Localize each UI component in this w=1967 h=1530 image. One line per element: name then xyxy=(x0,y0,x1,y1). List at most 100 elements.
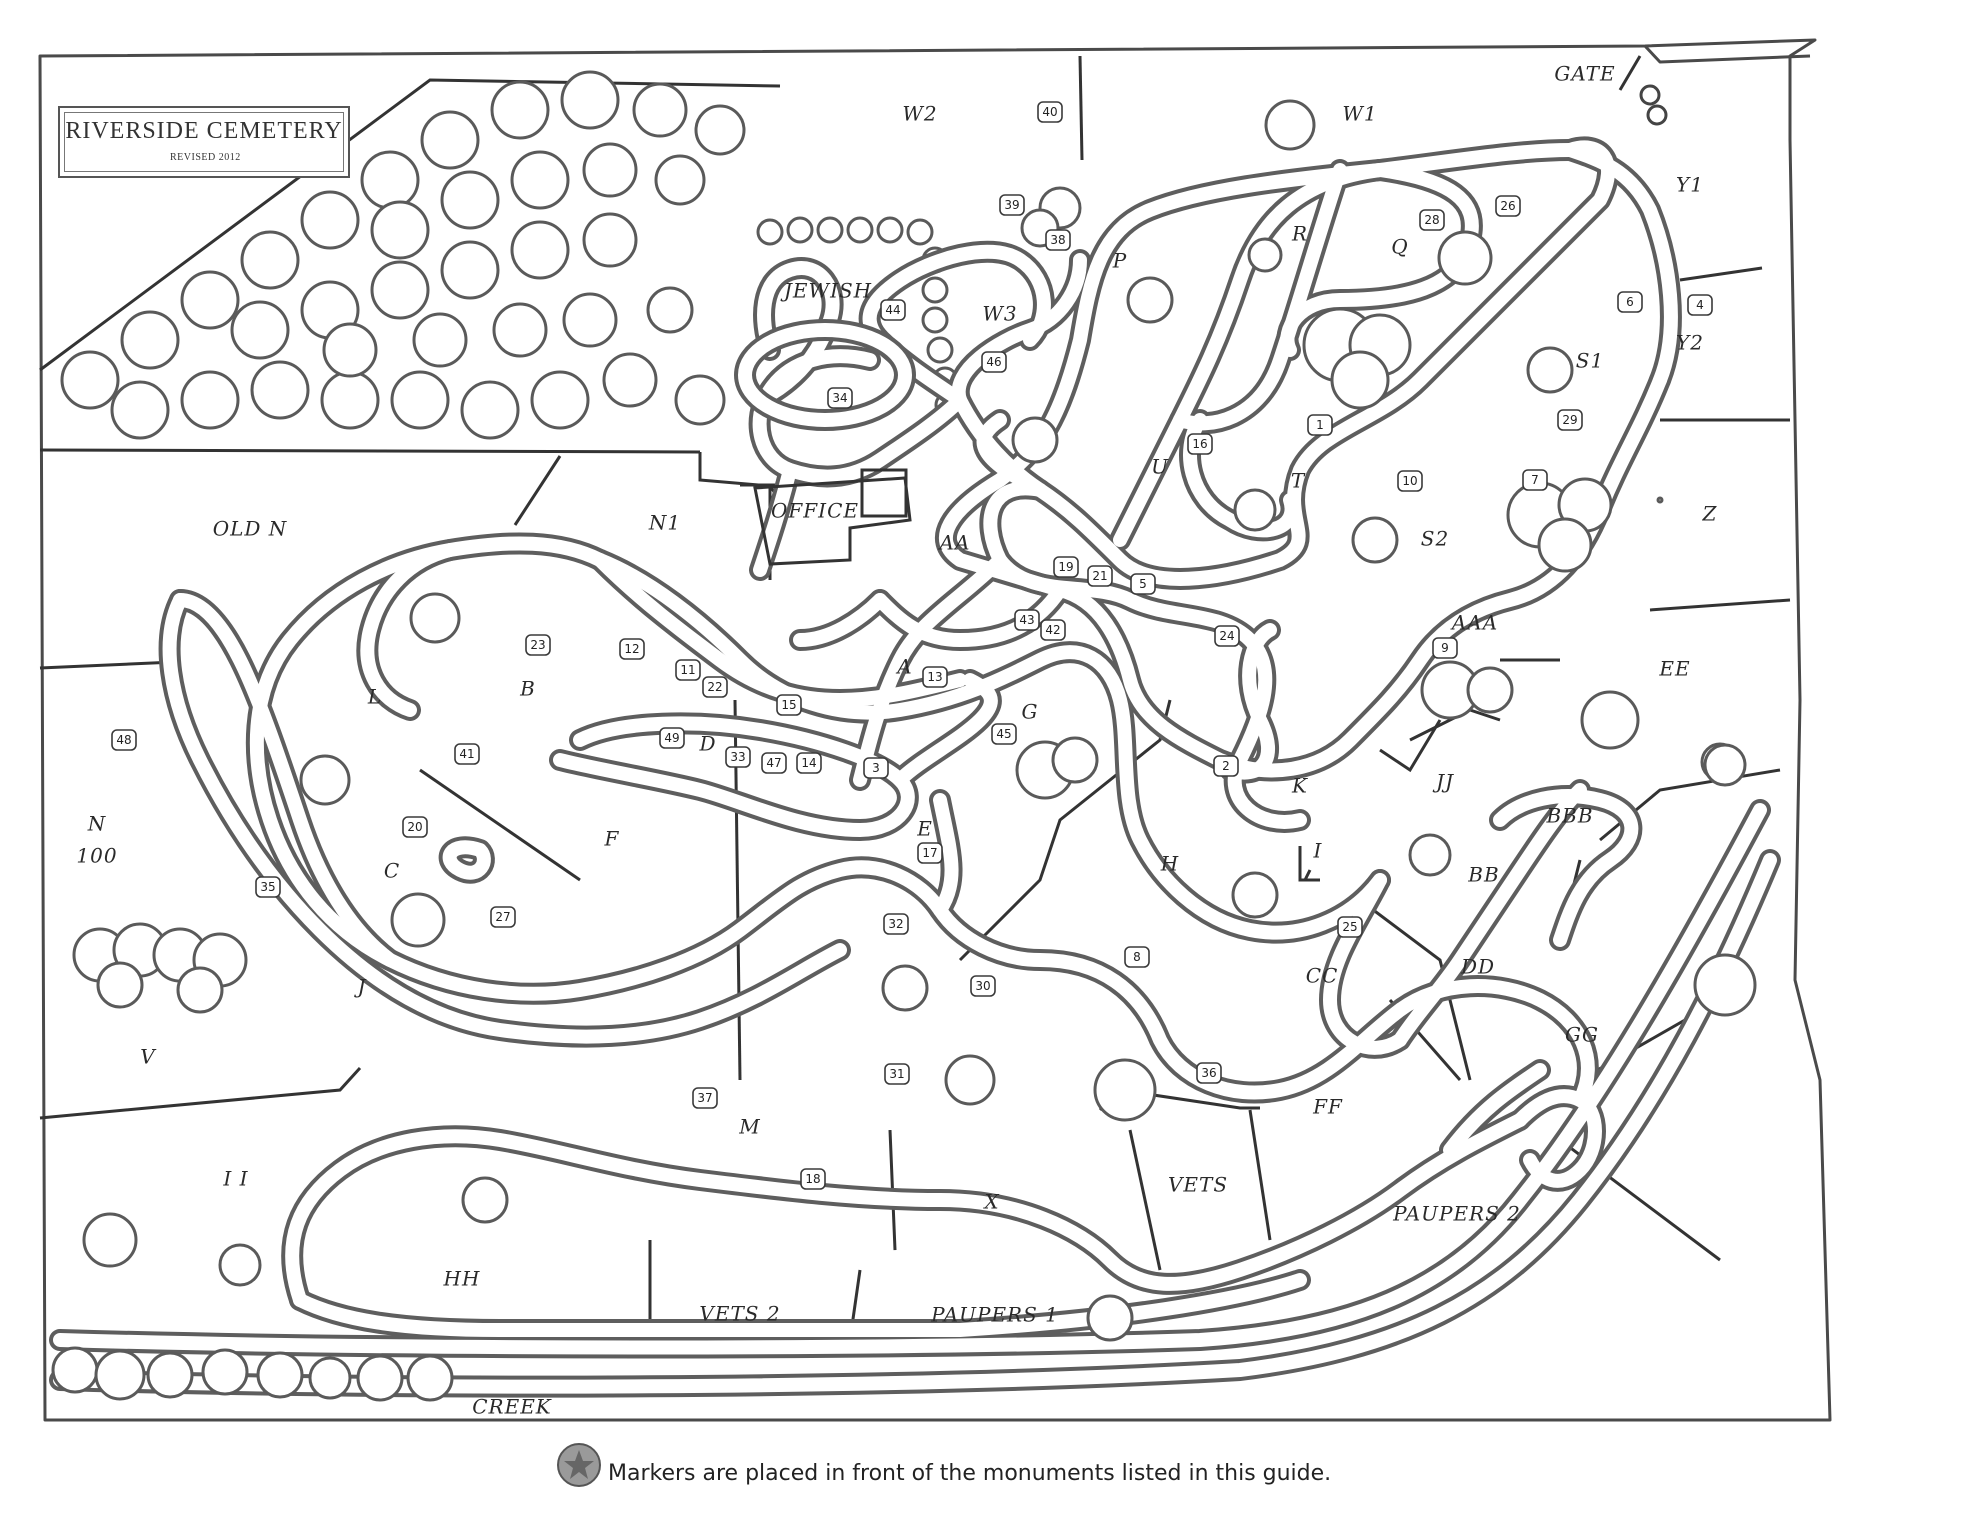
marker-box xyxy=(1040,619,1066,641)
marker-number: 25 xyxy=(1342,920,1357,934)
section-label: S1 xyxy=(1576,349,1604,373)
marker-number: 40 xyxy=(1042,105,1057,119)
monument-marker: 23 xyxy=(525,634,551,656)
marker-box xyxy=(1037,101,1063,123)
marker-box xyxy=(981,351,1007,373)
monument-marker: 12 xyxy=(619,638,645,660)
marker-box xyxy=(1124,946,1150,968)
section-label: H xyxy=(1160,852,1179,876)
marker-box xyxy=(692,1087,718,1109)
monument-marker: 21 xyxy=(1087,565,1113,587)
marker-number: 6 xyxy=(1626,295,1634,309)
monument-marker: 29 xyxy=(1557,409,1583,431)
legend-text: Markers are placed in front of the monum… xyxy=(608,1460,1332,1486)
marker-number: 23 xyxy=(530,638,545,652)
section-label: HH xyxy=(443,1267,481,1291)
section-label: M xyxy=(738,1115,760,1139)
marker-number: 13 xyxy=(927,670,942,684)
section-label: Y2 xyxy=(1676,331,1704,355)
marker-box xyxy=(255,876,281,898)
marker-box xyxy=(1432,637,1458,659)
marker-number: 21 xyxy=(1092,569,1107,583)
section-label: K xyxy=(1291,774,1308,798)
monument-marker: 13 xyxy=(922,666,948,688)
marker-number: 43 xyxy=(1019,613,1034,627)
marker-number: 11 xyxy=(680,663,695,677)
section-label: CREEK xyxy=(472,1395,552,1419)
monument-marker: 27 xyxy=(490,906,516,928)
monument-marker: 36 xyxy=(1196,1062,1222,1084)
marker-number: 33 xyxy=(730,750,745,764)
section-label: X xyxy=(982,1190,999,1214)
marker-box xyxy=(1053,556,1079,578)
section-label: U xyxy=(1151,455,1169,479)
marker-box xyxy=(761,752,787,774)
marker-box xyxy=(776,694,802,716)
monument-marker: 40 xyxy=(1037,101,1063,123)
section-label: B xyxy=(519,677,536,701)
marker-number: 17 xyxy=(922,846,937,860)
marker-box xyxy=(827,387,853,409)
office-building xyxy=(753,468,912,566)
marker-box xyxy=(991,723,1017,745)
marker-number: 5 xyxy=(1139,577,1147,591)
marker-number: 20 xyxy=(407,820,422,834)
section-label: J xyxy=(353,975,366,999)
section-label: FF xyxy=(1312,1095,1343,1119)
section-label: L xyxy=(367,685,382,709)
monument-marker: 34 xyxy=(827,387,853,409)
marker-box xyxy=(454,743,480,765)
marker-box xyxy=(999,194,1025,216)
section-label: AAA xyxy=(1450,611,1498,635)
section-label: Y1 xyxy=(1676,173,1704,197)
section-label: A xyxy=(895,655,912,679)
marker-number: 2 xyxy=(1222,759,1230,773)
monument-marker: 6 xyxy=(1617,291,1643,313)
marker-box xyxy=(1187,433,1213,455)
marker-box xyxy=(922,666,948,688)
marker-number: 47 xyxy=(766,756,781,770)
section-label: I I xyxy=(222,1167,248,1191)
marker-number: 22 xyxy=(707,680,722,694)
marker-box xyxy=(111,729,137,751)
section-label: EE xyxy=(1658,657,1690,681)
marker-number: 41 xyxy=(459,747,474,761)
marker-box xyxy=(1495,195,1521,217)
marker-number: 19 xyxy=(1058,560,1073,574)
section-label: W3 xyxy=(982,302,1017,326)
marker-box xyxy=(402,816,428,838)
marker-number: 36 xyxy=(1201,1066,1216,1080)
marker-number: 32 xyxy=(888,917,903,931)
scattered-trees xyxy=(51,99,1757,1402)
marker-number: 14 xyxy=(801,756,816,770)
section-label: I xyxy=(1313,839,1323,863)
monument-marker: 42 xyxy=(1040,619,1066,641)
monument-marker: 9 xyxy=(1432,637,1458,659)
marker-number: 8 xyxy=(1133,950,1141,964)
marker-box xyxy=(884,1063,910,1085)
marker-number: 1 xyxy=(1316,418,1324,432)
monument-marker: 2 xyxy=(1213,755,1239,777)
marker-number: 48 xyxy=(116,733,131,747)
marker-box xyxy=(675,659,701,681)
section-label: VETS 2 xyxy=(699,1302,780,1326)
marker-box xyxy=(1014,609,1040,631)
marker-number: 24 xyxy=(1219,629,1234,643)
section-label: Z xyxy=(1702,502,1718,526)
section-label: N1 xyxy=(648,511,681,535)
marker-number: 31 xyxy=(889,1067,904,1081)
monument-marker: 43 xyxy=(1014,609,1040,631)
section-label: DD xyxy=(1460,955,1495,979)
monument-marker: 24 xyxy=(1214,625,1240,647)
section-label: N xyxy=(87,812,107,836)
monument-marker: 28 xyxy=(1419,209,1445,231)
section-label: PAUPERS 1 xyxy=(930,1303,1059,1327)
road-network xyxy=(49,136,1781,1398)
marker-box xyxy=(1687,294,1713,316)
marker-number: 37 xyxy=(697,1091,712,1105)
section-label: GG xyxy=(1565,1023,1599,1047)
marker-box xyxy=(1045,229,1071,251)
section-label: S2 xyxy=(1421,527,1449,551)
marker-box xyxy=(1617,291,1643,313)
